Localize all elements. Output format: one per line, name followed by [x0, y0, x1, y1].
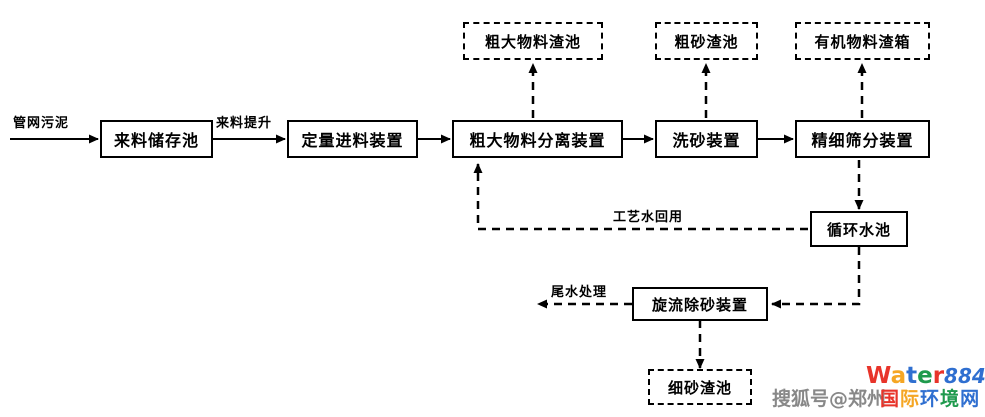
- node-storage-tank[interactable]: 来料储存池: [100, 120, 213, 158]
- wire-process-water-reuse: [473, 163, 808, 231]
- sohu-watermark: 搜狐号@郑州: [772, 388, 887, 410]
- wire-recycle-to-cyclone: [771, 247, 861, 309]
- wm-cn-char-1: 际: [900, 388, 921, 410]
- wm-cn-char-0: 国: [880, 388, 901, 410]
- node-organic-slag-bin[interactable]: 有机物料渣箱: [795, 22, 930, 60]
- wm-letter-a: a: [890, 363, 907, 389]
- wm-cn-char-3: 境: [940, 388, 961, 410]
- wm-letter-t: t: [906, 363, 918, 389]
- wm-letter-w: W: [866, 363, 891, 389]
- wm-cn-char-4: 网: [960, 388, 981, 410]
- node-fine-screen[interactable]: 精细筛分装置: [795, 120, 930, 158]
- wm-number-8848: 8848: [944, 364, 985, 388]
- node-coarse-slag-pool[interactable]: 粗大物料渣池: [463, 22, 603, 60]
- wm-letter-e: e: [917, 363, 933, 389]
- node-fine-sand-pool[interactable]: 细砂渣池: [648, 369, 752, 405]
- node-sand-washer[interactable]: 洗砂装置: [655, 120, 758, 158]
- edge-label-inlet: 管网污泥: [13, 116, 70, 131]
- wm-letter-r: r: [932, 363, 945, 389]
- water8848-logo-watermark: Water8848.com: [866, 363, 985, 389]
- wm-cn-char-2: 环: [920, 388, 941, 410]
- node-recycle-water-pool[interactable]: 循环水池: [810, 211, 908, 247]
- edge-label-tail-water: 尾水处理: [551, 285, 608, 300]
- node-cyclone-desander[interactable]: 旋流除砂装置: [632, 287, 768, 321]
- node-dosing-device[interactable]: 定量进料装置: [287, 120, 418, 158]
- water8848-cn-watermark: 国际环境网: [880, 384, 980, 411]
- edge-label-process-water-reuse: 工艺水回用: [613, 210, 684, 225]
- node-coarse-separator[interactable]: 粗大物料分离装置: [452, 120, 623, 158]
- edge-label-lift: 来料提升: [216, 116, 273, 131]
- node-coarse-sand-pool[interactable]: 粗砂渣池: [655, 22, 758, 60]
